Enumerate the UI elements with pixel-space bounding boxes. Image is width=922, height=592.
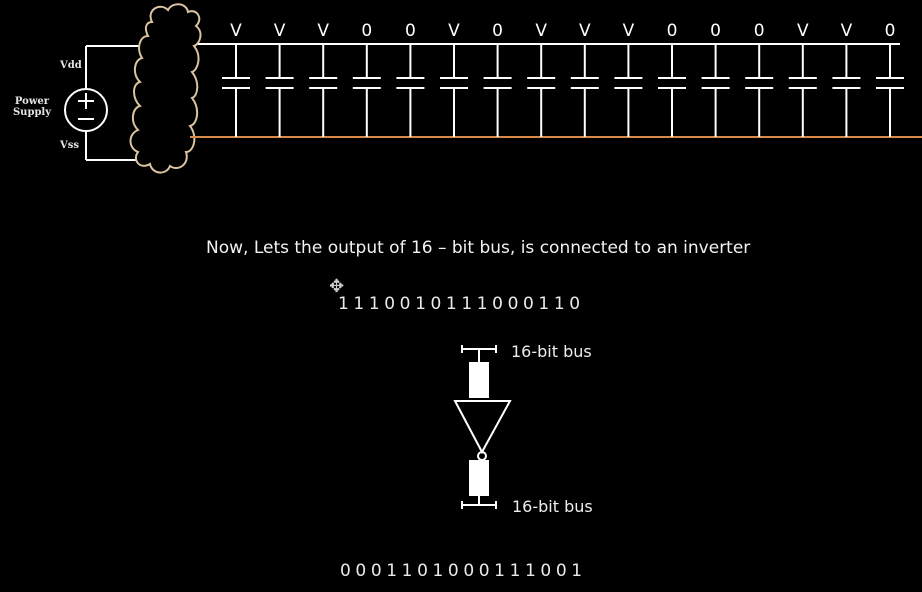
bus-state-label: V bbox=[230, 21, 242, 41]
capacitor-7 bbox=[483, 44, 512, 137]
bus-state-label: V bbox=[797, 21, 809, 41]
capacitor-8 bbox=[527, 44, 556, 137]
inverter-triangle bbox=[453, 400, 512, 455]
bus-state-label: V bbox=[841, 21, 853, 41]
caption-sentence: Now, Lets the output of 16 – bit bus, is… bbox=[206, 238, 751, 258]
capacitor-2 bbox=[265, 44, 294, 137]
bus-state-labels: V V V 0 0 V 0 V V V 0 0 0 V V 0 bbox=[230, 21, 895, 41]
bus-state-label: 0 bbox=[667, 21, 678, 41]
bus-state-label: 0 bbox=[710, 21, 721, 41]
vdd-label: Vdd bbox=[60, 60, 82, 71]
bus-state-label: V bbox=[317, 21, 329, 41]
bus-state-label: 0 bbox=[492, 21, 503, 41]
capacitor-1 bbox=[222, 44, 250, 137]
power-supply-label-line2: Supply bbox=[12, 107, 52, 118]
top-bus-block bbox=[469, 362, 489, 398]
bottom-bus-block bbox=[469, 460, 489, 496]
capacitor-11 bbox=[658, 44, 686, 137]
power-supply-label-line1: Power bbox=[14, 96, 50, 107]
capacitor-9 bbox=[570, 44, 599, 137]
bus-state-label: V bbox=[535, 21, 547, 41]
bus-state-label: V bbox=[448, 21, 460, 41]
capacitor-16 bbox=[876, 44, 904, 137]
capacitor-13 bbox=[745, 44, 774, 137]
output-bits: 0001101000111001 bbox=[340, 561, 587, 581]
capacitor-10 bbox=[614, 44, 643, 137]
capacitor-5 bbox=[396, 44, 425, 137]
inverter-top-bus-label: 16-bit bus bbox=[511, 342, 592, 361]
bus-capacitors bbox=[222, 44, 904, 137]
bus-state-label: 0 bbox=[405, 21, 416, 41]
capacitor-14 bbox=[788, 44, 817, 137]
capacitor-3 bbox=[309, 44, 338, 137]
move-cursor-icon: ✥ bbox=[329, 276, 345, 297]
bus-state-label: 0 bbox=[754, 21, 765, 41]
bus-state-label: 0 bbox=[885, 21, 896, 41]
capacitor-4 bbox=[352, 44, 381, 137]
voltage-source-icon bbox=[64, 88, 108, 132]
inverter-bottom-bus-label: 16-bit bus bbox=[512, 497, 593, 516]
bus-state-label: V bbox=[579, 21, 591, 41]
bus-state-label: V bbox=[274, 21, 286, 41]
input-bits: 1110010111000110 bbox=[338, 294, 585, 314]
bus-state-label: V bbox=[623, 21, 635, 41]
capacitor-6 bbox=[440, 44, 468, 137]
cloud-icon bbox=[129, 3, 202, 174]
bus-state-label: 0 bbox=[361, 21, 372, 41]
vss-label: Vss bbox=[60, 140, 80, 151]
inverter-symbol bbox=[453, 345, 512, 509]
capacitor-15 bbox=[832, 44, 861, 137]
capacitor-12 bbox=[701, 44, 730, 137]
power-supply-label: Power Supply bbox=[8, 96, 56, 118]
